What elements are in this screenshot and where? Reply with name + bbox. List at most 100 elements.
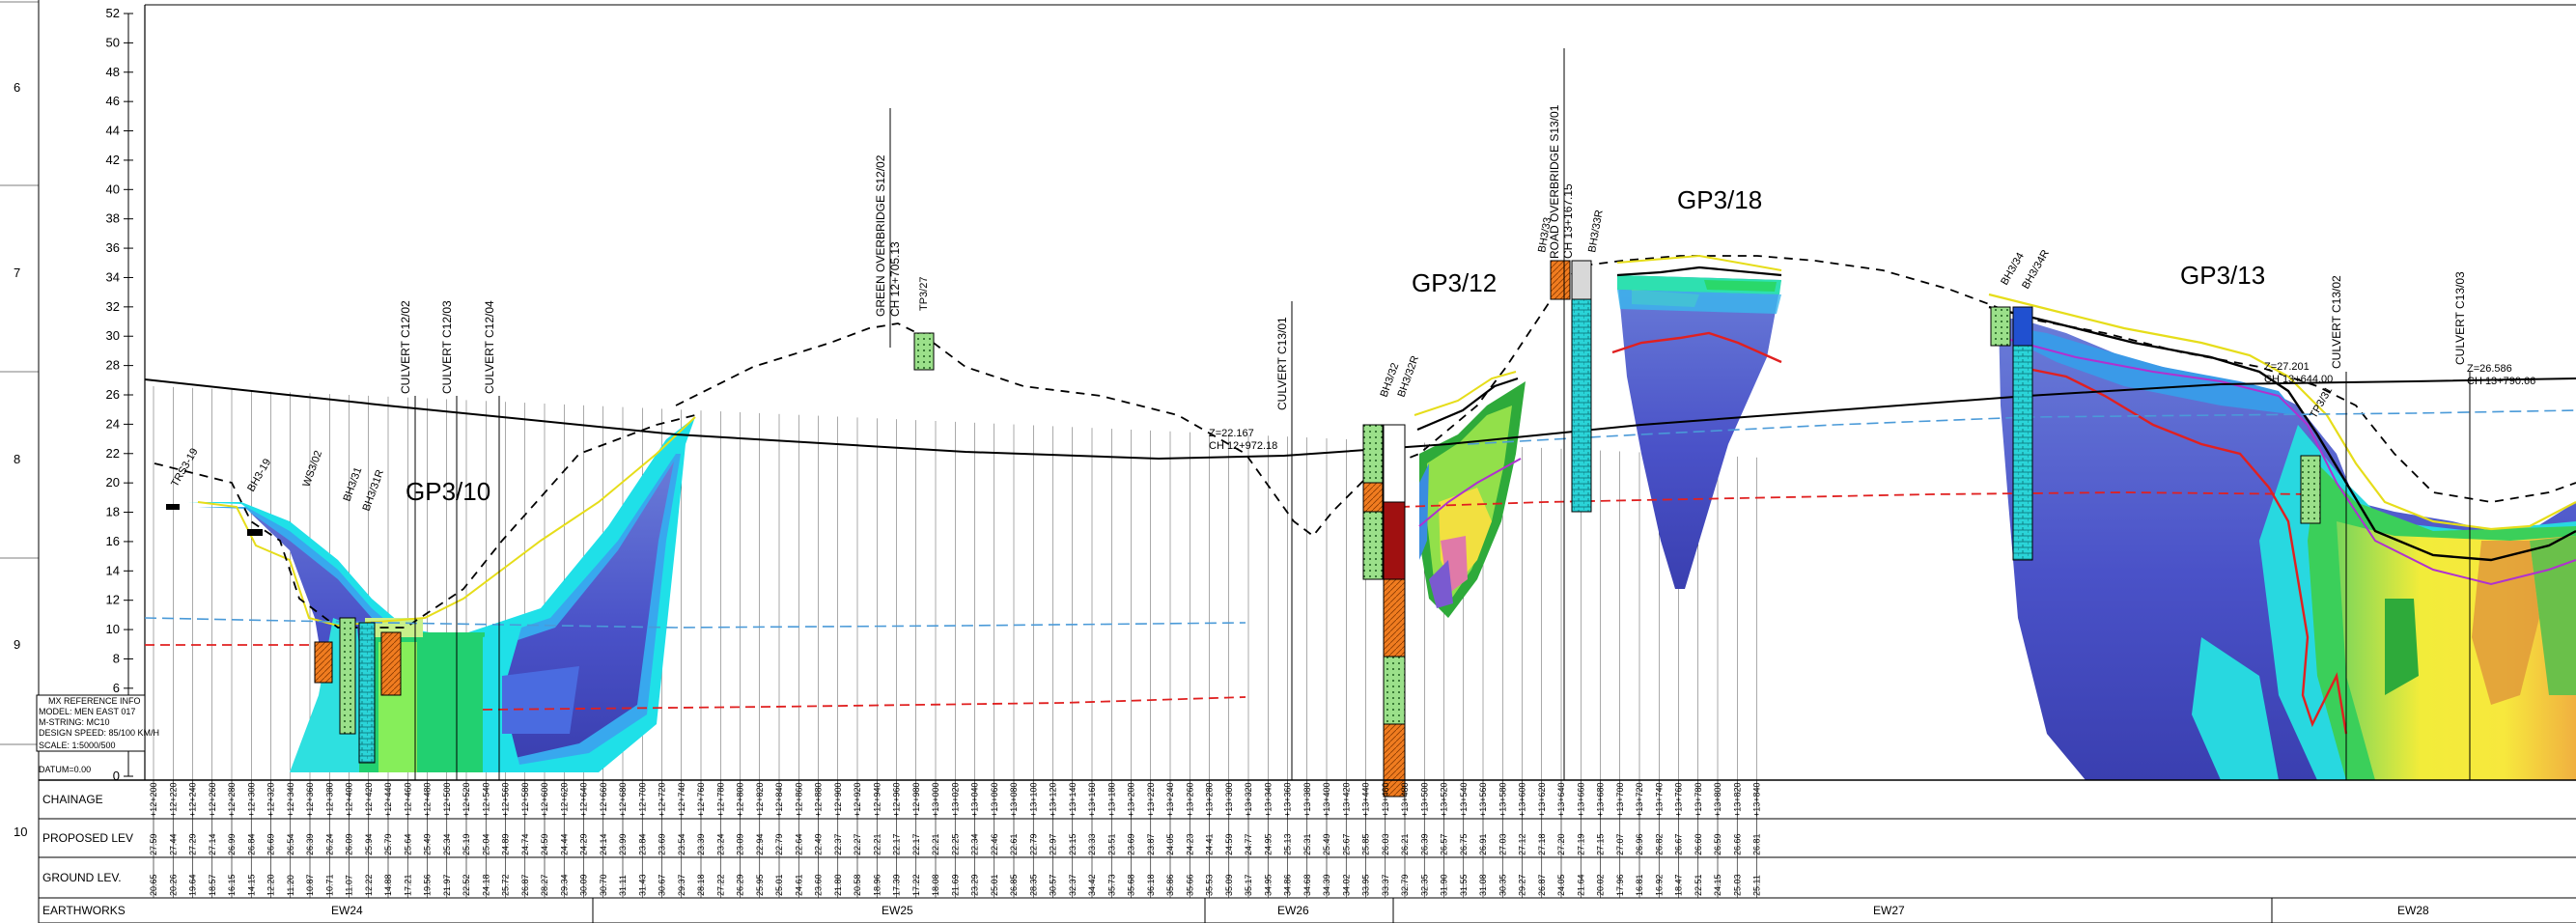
y-tick-label: 48 [106, 65, 120, 79]
proposed-level-value: 25.31 [1302, 833, 1312, 855]
proposed-level-value: 24.14 [599, 833, 608, 855]
proposed-level-value: 25.13 [1283, 833, 1293, 855]
margin-number: 7 [14, 266, 20, 280]
proposed-level-value: 22.34 [970, 833, 980, 855]
proposed-level-value: 22.37 [833, 833, 843, 855]
proposed-level-value: 26.99 [227, 833, 237, 855]
chainage-value: +13+440 [1361, 782, 1371, 817]
proposed-level-value: 26.54 [286, 833, 295, 855]
chainage-value: +12+240 [188, 782, 198, 817]
ground-level-value: 23.60 [814, 874, 824, 896]
proposed-level-value: 25.19 [462, 833, 471, 855]
ground-level-value: 35.68 [1127, 874, 1136, 896]
chainage-value: +12+940 [872, 782, 882, 817]
zone-label: GP3/13 [2180, 261, 2265, 290]
chainage-value: +13+120 [1049, 782, 1058, 817]
y-tick-label: 40 [106, 182, 120, 196]
chainage-value: +12+880 [814, 782, 824, 817]
chainage-value: +12+720 [658, 782, 667, 817]
chainage-value: +13+360 [1283, 782, 1293, 817]
ground-level-value: 14.15 [246, 874, 256, 896]
borehole-column [1383, 501, 1406, 580]
ground-level-value: 31.55 [1459, 874, 1469, 896]
proposed-level-value: 27.29 [188, 833, 198, 855]
y-tick-label: 22 [106, 446, 120, 461]
ground-level-value: 35.86 [1165, 874, 1175, 896]
info-line: M-STRING: MC10 [39, 717, 110, 727]
gp3-12-soil-section [1419, 381, 1526, 618]
ground-level-value: 16.92 [1654, 874, 1664, 896]
chainage-value: +12+300 [246, 782, 256, 817]
margin-number: 8 [14, 452, 20, 466]
proposed-level-value: 26.75 [1459, 833, 1469, 855]
level-annotation: Z=27.201 [2264, 361, 2310, 373]
chainage-value: +13+820 [1732, 782, 1742, 817]
ground-level-value: 24.61 [794, 874, 803, 896]
proposed-level-value: 23.51 [1106, 833, 1116, 855]
borehole-column [2012, 306, 2033, 347]
proposed-level-value: 22.27 [853, 833, 862, 855]
chainage-annotation: CH 12+972.18 [1209, 440, 1277, 452]
row-label-proposed: PROPOSED LEV [42, 831, 133, 845]
borehole-column [1550, 260, 1571, 300]
ground-level-value: 26.29 [736, 874, 745, 896]
y-tick-label: 32 [106, 299, 120, 314]
ground-level-value: 18.47 [1674, 874, 1684, 896]
chainage-value: +13+320 [1244, 782, 1253, 817]
proposed-level-value: 23.33 [1087, 833, 1097, 855]
chainage-value: +12+800 [736, 782, 745, 817]
proposed-level-value: 22.97 [1049, 833, 1058, 855]
datum-label: DATUM=0.00 [39, 765, 91, 774]
ground-level-value: 20.65 [149, 874, 158, 896]
chainage-value: +13+660 [1576, 782, 1585, 817]
proposed-level-value: 26.09 [345, 833, 354, 855]
chainage-value: +13+420 [1341, 782, 1351, 817]
ground-level-value: 24.15 [1713, 874, 1722, 896]
borehole-column [1383, 656, 1406, 725]
proposed-level-value: 27.15 [1596, 833, 1606, 855]
ground-level-value: 26.85 [1009, 874, 1019, 896]
chainage-value: +13+480 [1400, 782, 1410, 817]
zone-label: GP3/18 [1677, 185, 1762, 214]
proposed-level-value: 24.59 [540, 833, 549, 855]
chainage-value: +12+400 [345, 782, 354, 817]
ground-level-value: 20.02 [1596, 874, 1606, 896]
chainage-value: +12+980 [911, 782, 921, 817]
chainage-value: +13+040 [970, 782, 980, 817]
proposed-level-value: 26.60 [1694, 833, 1703, 855]
y-tick-label: 52 [106, 6, 120, 20]
proposed-level-value: 22.79 [1028, 833, 1038, 855]
chainage-value: +12+860 [794, 782, 803, 817]
ground-level-value: 31.43 [637, 874, 647, 896]
ground-level-value: 14.88 [383, 874, 393, 896]
proposed-level-value: 23.87 [1146, 833, 1156, 855]
structure-label: CULVERT C13/03 [2453, 271, 2467, 365]
ground-level-value: 24.18 [481, 874, 490, 896]
proposed-level-value: 22.21 [931, 833, 940, 855]
ground-level-value: 28.35 [1028, 874, 1038, 896]
info-line: MODEL: MEN EAST 017 [39, 707, 135, 716]
chainage-value: +12+840 [774, 782, 784, 817]
proposed-level-value: 26.39 [305, 833, 315, 855]
chainage-value: +13+220 [1146, 782, 1156, 817]
proposed-level-value: 24.74 [520, 833, 530, 855]
borehole-column [380, 631, 402, 696]
structure-label: CULVERT C13/01 [1275, 317, 1289, 410]
proposed-level-value: 26.67 [1674, 833, 1684, 855]
ground-level-value: 31.08 [1478, 874, 1488, 896]
chainage-value: +12+660 [599, 782, 608, 817]
proposed-level-value: 22.94 [755, 833, 765, 855]
chainage-value: +12+900 [833, 782, 843, 817]
margin-number: 10 [14, 825, 27, 839]
ground-level-value: 34.86 [1283, 874, 1293, 896]
proposed-level-value: 25.34 [442, 833, 452, 855]
ground-level-value: 31.11 [618, 875, 628, 896]
table-values: +12+20027.5920.65+12+22027.4420.26+12+24… [149, 782, 1762, 896]
ground-level-value: 21.80 [833, 874, 843, 896]
row-label-earthworks: EARTHWORKS [42, 904, 126, 917]
proposed-level-value: 23.69 [1127, 833, 1136, 855]
proposed-level-value: 26.39 [1419, 833, 1429, 855]
structure-label: ROAD OVERBRIDGE S13/01 [1548, 104, 1561, 259]
proposed-level-value: 23.54 [677, 833, 686, 855]
y-tick-label: 20 [106, 475, 120, 489]
